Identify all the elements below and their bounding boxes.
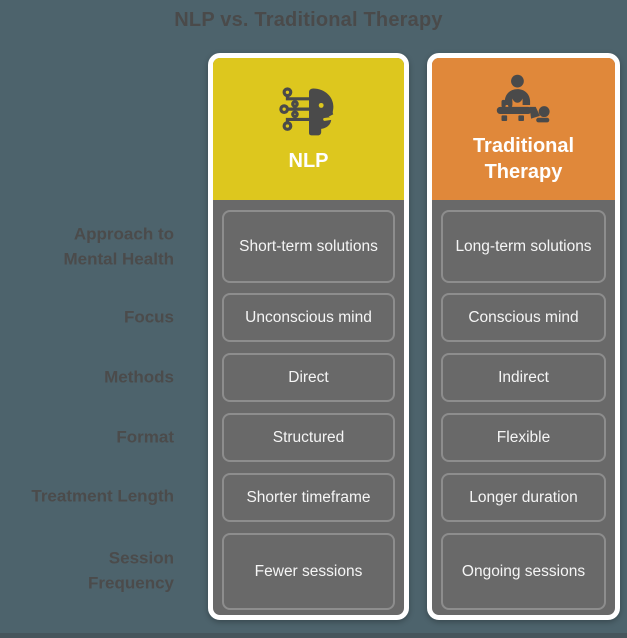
traditional-therapy-column: Traditional Therapy Long-term solutions …	[427, 53, 620, 620]
row-labels-column: Approach to Mental Health Focus Methods …	[0, 0, 174, 638]
page-title: NLP vs. Traditional Therapy	[174, 9, 443, 31]
traditional-therapy-column-title: Traditional Therapy	[472, 135, 575, 183]
traditional-therapy-column-header: Traditional Therapy	[432, 58, 615, 200]
therapy-cell-session-frequency: Ongoing sessions	[441, 533, 606, 610]
row-label-focus: Focus	[123, 307, 174, 327]
nlp-column-title: NLP	[288, 150, 329, 172]
bottom-shadow-strip	[0, 633, 627, 638]
nlp-brain-circuit-icon	[278, 87, 333, 136]
therapy-cell-methods: Indirect	[441, 353, 606, 402]
row-label-session-frequency: Session Frequency	[88, 548, 174, 592]
nlp-column-header: NLP	[213, 58, 404, 200]
row-label-approach: Approach to Mental Health	[63, 224, 174, 268]
therapy-session-icon	[496, 74, 550, 123]
nlp-cell-approach: Short-term solutions	[222, 210, 395, 283]
nlp-cell-methods: Direct	[222, 353, 395, 402]
therapy-cell-format: Flexible	[441, 413, 606, 462]
row-label-format: Format	[116, 427, 174, 447]
nlp-column: NLP Short-term solutions Unconscious min…	[208, 53, 409, 620]
nlp-cell-format: Structured	[222, 413, 395, 462]
nlp-cell-focus: Unconscious mind	[222, 293, 395, 342]
therapy-cell-focus: Conscious mind	[441, 293, 606, 342]
row-label-methods: Methods	[104, 367, 174, 387]
therapy-cell-treatment-length: Longer duration	[441, 473, 606, 522]
nlp-cell-treatment-length: Shorter timeframe	[222, 473, 395, 522]
nlp-cell-session-frequency: Fewer sessions	[222, 533, 395, 610]
therapy-cell-approach: Long-term solutions	[441, 210, 606, 283]
row-label-treatment-length: Treatment Length	[31, 486, 174, 506]
